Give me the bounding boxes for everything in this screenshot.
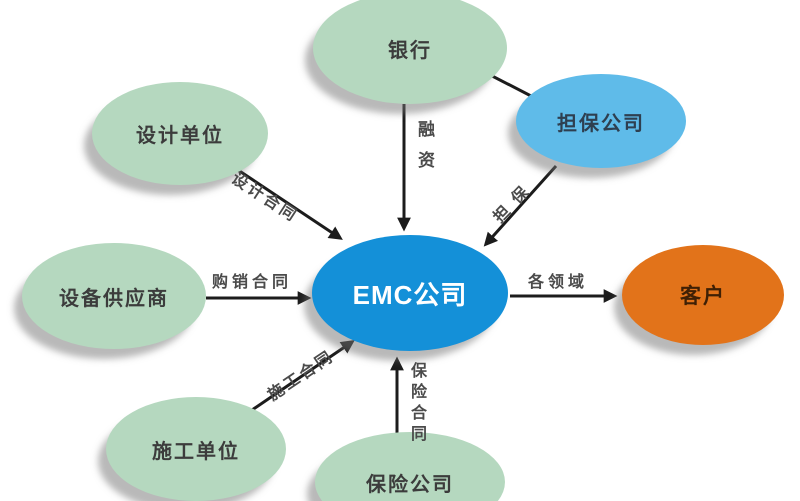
edge-label-fields: 各领域 [528,274,589,291]
edge-construction-emc [251,340,355,412]
edge-label-purchase-contract: 购销合同 [212,274,293,291]
node-customer[interactable]: 客户 [622,245,784,345]
node-design-unit[interactable]: 设计单位 [92,82,268,185]
node-insurance-company-label: 保险公司 [366,473,454,496]
node-design-unit-label: 设计单位 [136,125,224,147]
edge-label-financing: 融资 [415,120,434,182]
node-equipment-supplier-label: 设备供应商 [59,287,169,310]
node-bank-label: 银行 [388,39,432,62]
node-guarantee-company-label: 担保公司 [557,112,645,135]
node-equipment-supplier[interactable]: 设备供应商 [22,243,206,349]
node-construction-unit[interactable]: 施工单位 [106,397,286,501]
node-customer-label: 客户 [680,285,726,308]
node-bank[interactable]: 银行 [313,0,507,104]
node-emc-company[interactable]: EMC公司 [312,235,508,351]
node-construction-unit-label: 施工单位 [152,440,240,463]
edge-guarantee-emc [483,164,558,247]
node-emc-company-label: EMC公司 [352,279,468,310]
node-guarantee-company[interactable]: 担保公司 [516,74,686,168]
edge-label-insurance-contract: 保险合同 [408,362,425,446]
edge-design-emc [237,168,343,240]
